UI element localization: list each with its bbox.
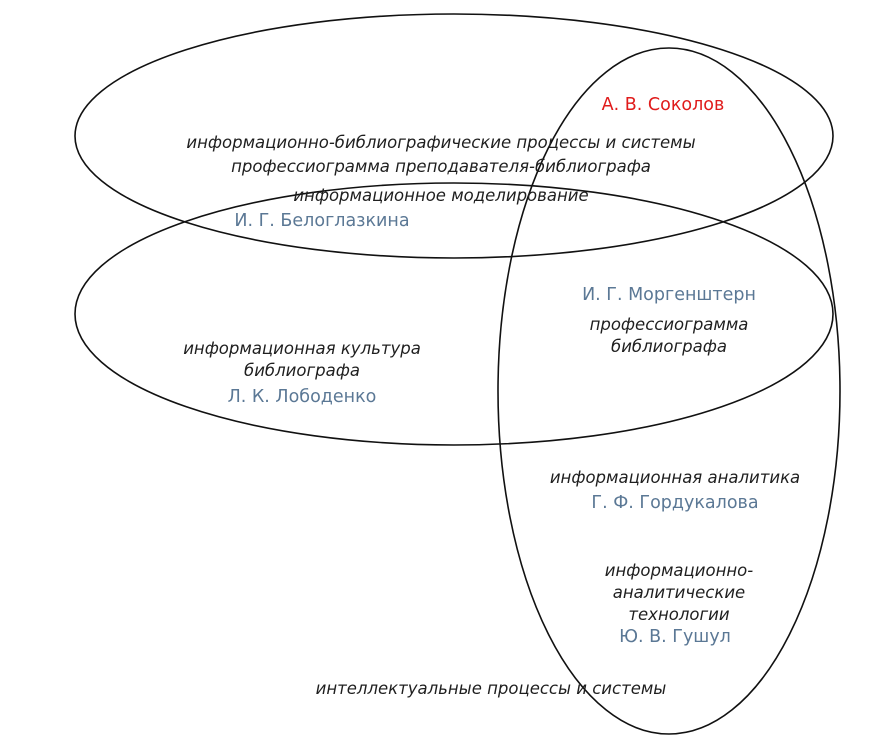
author-lobodenko: Л. К. Лободенко [227,387,377,407]
topic-intellectual-processes: интеллектуальные процессы и системы [315,679,667,698]
topic-info-analytic-tech-line-3: технологии [628,605,730,624]
topic-info-culture-line-1: информационная культура [183,339,421,358]
author-sokolov: А. В. Соколов [601,95,725,115]
topic-profile-bibliographer: профессиограмма библиографа [590,314,749,358]
topic-info-culture-line-2: библиографа [244,361,360,380]
author-beloglazkina: И. Г. Белоглазкина [234,211,410,231]
topic-info-culture: информационная культура библиографа [183,338,421,382]
topic-info-analytics: информационная аналитика [549,468,801,487]
topic-info-analytic-tech-line-2: аналитические [612,583,746,602]
top-ellipse [74,13,834,259]
author-gordukalova: Г. Ф. Гордукалова [591,493,759,513]
author-gushul: Ю. В. Гушул [619,627,731,647]
topic-info-analytic-tech-line-1: информационно- [604,561,754,580]
middle-ellipse [74,182,834,446]
topic-info-analytic-tech: информационно- аналитические технологии [605,560,753,626]
topic-profile-bibliographer-line-1: профессиограмма [589,315,749,334]
topic-profile-teacher: профессиограмма преподавателя-библиограф… [231,157,651,176]
topic-profile-bibliographer-line-2: библиографа [611,337,727,356]
topic-info-bib-processes: информационно-библиографические процессы… [186,133,696,152]
topic-info-modeling: информационное моделирование [293,186,589,205]
vertical-ellipse [497,47,841,735]
author-morgenshtern: И. Г. Моргенштерн [582,285,756,305]
